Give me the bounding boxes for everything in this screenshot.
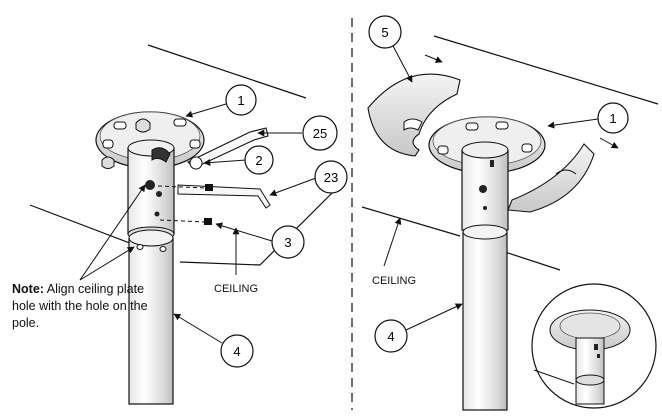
align-dash-2	[159, 219, 206, 223]
note-text: Align ceiling plate hole with the hole o…	[12, 282, 148, 330]
pole-collar	[127, 139, 175, 242]
align-dash-1	[157, 185, 207, 189]
leader-ceiling-right	[383, 217, 402, 267]
svg-text:5: 5	[381, 25, 388, 40]
motion-arrow-1	[424, 54, 443, 63]
screw-b	[204, 218, 212, 225]
set-screw-2	[189, 156, 203, 170]
allen-key	[177, 184, 271, 209]
right-panel: 5 1 4 CEILING	[361, 15, 659, 411]
ceiling-edge-bottom-left	[29, 204, 149, 251]
callout-25: 25	[302, 115, 338, 151]
ceiling-edge-right	[259, 184, 341, 266]
ceiling-edge-bottom-mid	[179, 261, 261, 266]
callout-5: 5	[368, 15, 402, 49]
ceiling-edge-bottom-right2	[504, 251, 561, 271]
ceiling-edge-top-left	[147, 44, 307, 99]
callout-3: 3	[271, 225, 305, 259]
leader-4-right	[405, 303, 463, 331]
leader-23	[269, 177, 317, 197]
callout-4-left: 4	[220, 334, 254, 368]
screw-a	[205, 184, 213, 191]
svg-text:4: 4	[387, 329, 394, 344]
left-panel: 1 25 2 23 3 4 CEILING	[29, 44, 348, 405]
main-pole-right	[462, 224, 508, 411]
leader-1	[185, 103, 227, 118]
leader-2	[203, 159, 247, 167]
main-pole-left	[128, 229, 174, 405]
note-leader-1	[79, 184, 146, 281]
leader-3	[215, 222, 273, 242]
callout-1-left: 1	[225, 84, 257, 116]
leader-4-left	[173, 313, 223, 344]
cover-half-top	[367, 73, 461, 157]
svg-text:4: 4	[233, 344, 240, 359]
ceiling-label-right: CEILING	[372, 275, 416, 287]
cover-half-bottom	[507, 143, 595, 213]
ceiling-edge-top-right	[433, 35, 659, 105]
note-prefix: Note:	[12, 282, 44, 296]
svg-text:25: 25	[313, 126, 327, 141]
pole-collar-right	[461, 141, 509, 231]
svg-text:23: 23	[324, 170, 338, 185]
svg-text:2: 2	[255, 153, 262, 168]
detail-inset	[531, 283, 657, 409]
svg-text:1: 1	[609, 111, 616, 126]
leader-1-right	[547, 118, 599, 129]
motion-arrow-2	[599, 137, 619, 149]
callout-2: 2	[244, 145, 274, 175]
cover-half-bottom-notch	[555, 169, 577, 175]
callout-23: 23	[314, 160, 348, 194]
svg-text:1: 1	[237, 93, 244, 108]
callout-4-right: 4	[374, 319, 408, 353]
callout-1-right: 1	[597, 102, 629, 134]
ceiling-label-left: CEILING	[214, 283, 258, 295]
ceiling-edge-bottom-right	[361, 206, 461, 237]
svg-text:3: 3	[284, 235, 291, 250]
alignment-note: Note: Align ceiling plate hole with the …	[12, 281, 162, 332]
leader-5	[391, 43, 413, 83]
note-leader-2	[79, 246, 135, 281]
